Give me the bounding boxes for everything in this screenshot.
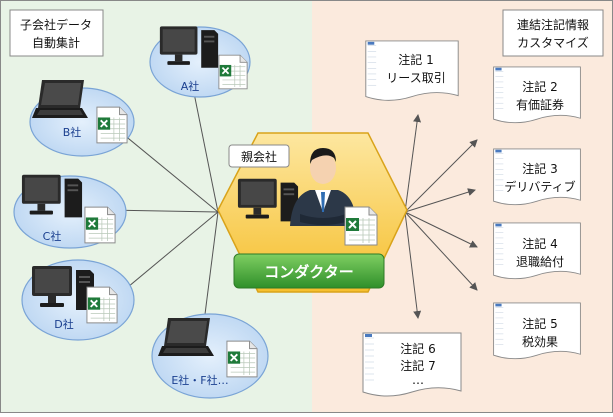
right-title-box: 連結注記情報 カスタマイズ [502, 9, 604, 57]
note-3: 注記 3 デリバティブ [493, 148, 581, 206]
subsidiary-b-label: B社 [63, 125, 82, 139]
note-5: 注記 5 税効果 [493, 302, 581, 360]
desktop-icon [21, 174, 83, 218]
right-title-line2: カスタマイズ [517, 35, 589, 50]
desktop-icon [32, 266, 94, 310]
note-2-line1: 注記 2 [522, 79, 557, 94]
right-title-line1: 連結注記情報 [517, 17, 589, 32]
note-3-line1: 注記 3 [522, 161, 557, 176]
businessman-icon [290, 148, 356, 226]
conductor-button [233, 253, 385, 289]
note-1-line1: 注記 1 [398, 52, 433, 67]
note-4-line1: 注記 4 [522, 236, 557, 251]
subsidiary-a: A社 [149, 26, 251, 98]
connector-lines [109, 87, 219, 331]
note-1-line2: リース取引 [386, 71, 445, 85]
note-4-line2: 退職給付 [516, 255, 564, 269]
note-6-line3: … [412, 373, 424, 387]
conductor-label: コンダクター [264, 263, 353, 281]
spreadsheet-icon [218, 54, 248, 90]
spreadsheet-icon [84, 206, 116, 244]
subsidiary-d: D社 [21, 259, 135, 341]
subsidiary-ef: E社・F社… [151, 313, 269, 399]
note-1: 注記 1 リース取引 [365, 40, 459, 101]
parent-hub: 親会社 コンダクター [217, 132, 408, 293]
output-arrows [404, 114, 478, 319]
left-title-box: 子会社データ 自動集計 [9, 9, 104, 57]
spreadsheet-icon [344, 206, 378, 246]
subsidiary-ef-label: E社・F社… [171, 373, 228, 387]
parent-label-box [228, 144, 290, 168]
spreadsheet-icon [86, 286, 118, 324]
note-5-line1: 注記 5 [522, 316, 557, 331]
spreadsheet-icon [96, 106, 128, 144]
subsidiary-a-label: A社 [181, 79, 200, 93]
spreadsheet-icon [226, 340, 258, 378]
note-4: 注記 4 退職給付 [493, 222, 581, 280]
note-6-line1: 注記 6 [400, 341, 435, 356]
subsidiary-d-label: D社 [54, 317, 73, 331]
desktop-icon [159, 26, 219, 68]
subsidiary-c-label: C社 [43, 229, 62, 243]
note-5-line2: 税効果 [522, 334, 558, 349]
parent-label: 親会社 [241, 149, 277, 164]
note-3-line2: デリバティブ [504, 179, 575, 194]
note-6-line2: 注記 7 [400, 358, 435, 373]
desktop-icon [237, 178, 299, 222]
note-2-line2: 有価証券 [516, 97, 564, 112]
left-title-line1: 子会社データ [20, 17, 92, 32]
note-6-7: 注記 6 注記 7 … [362, 332, 462, 397]
note-2: 注記 2 有価証券 [493, 66, 581, 124]
left-title-line2: 自動集計 [32, 35, 80, 50]
subsidiary-b: B社 [29, 80, 135, 157]
subsidiary-c: C社 [13, 174, 127, 249]
